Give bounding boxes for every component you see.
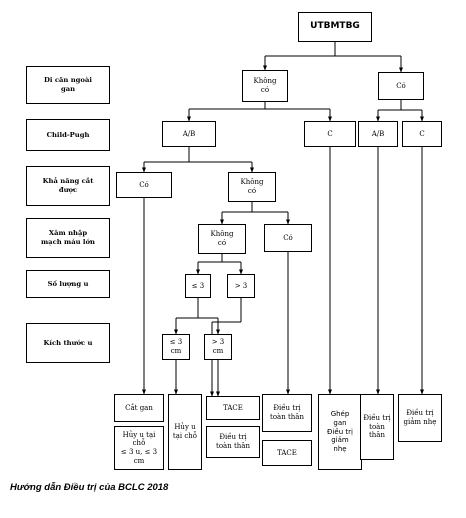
row-label-tumor-size: Kích thước u	[26, 323, 110, 363]
node-count-le3: ≤ 3	[185, 274, 211, 298]
outcome-ablation-criteria: Hủy u tại chỗ ≤ 3 u, ≤ 3 cm	[114, 426, 164, 470]
node-count-gt3: > 3	[227, 274, 255, 298]
row-label-tumor-count: Số lượng u	[26, 270, 110, 298]
outcome-systemic-1: Điều trị toàn thân	[206, 426, 260, 458]
node-child-pugh-c-left: C	[304, 121, 356, 147]
node-child-pugh-c-right: C	[402, 121, 442, 147]
node-metastasis-yes: Có	[378, 72, 424, 100]
node-vascular-yes: Có	[264, 224, 312, 252]
outcome-tace-1: TACE	[206, 396, 260, 420]
figure-caption: Hướng dẫn Điều trị của BCLC 2018	[10, 482, 169, 493]
node-resectable-yes: Có	[116, 172, 172, 198]
node-size-le3: ≤ 3 cm	[162, 334, 190, 360]
node-child-pugh-ab-right: A/B	[358, 121, 398, 147]
outcome-resection: Cắt gan	[114, 394, 164, 422]
row-label-vascular-invasion: Xâm nhập mạch máu lớn	[26, 218, 110, 258]
node-metastasis-no: Không có	[242, 70, 288, 102]
outcome-tace-2: TACE	[262, 440, 312, 466]
node-child-pugh-ab-left: A/B	[162, 121, 216, 147]
outcome-systemic-3: Điều trị toàn thân	[360, 394, 394, 460]
row-label-metastasis: Di căn ngoài gan	[26, 66, 110, 104]
node-resectable-no: Không có	[228, 172, 276, 202]
outcome-palliative: Điều trị giảm nhẹ	[398, 394, 442, 442]
node-vascular-no: Không có	[198, 224, 246, 254]
outcome-local-ablation: Hủy u tại chỗ	[168, 394, 202, 470]
outcome-transplant: Ghép gan Điều trị giảm nhẹ	[318, 394, 362, 470]
root-node: UTBMTBG	[298, 12, 372, 42]
outcome-systemic-2: Điều trị toàn thân	[262, 394, 312, 432]
node-size-gt3: > 3 cm	[204, 334, 232, 360]
row-label-resectability: Khả năng cắt được	[26, 166, 110, 206]
row-label-child-pugh: Child-Pugh	[26, 119, 110, 151]
